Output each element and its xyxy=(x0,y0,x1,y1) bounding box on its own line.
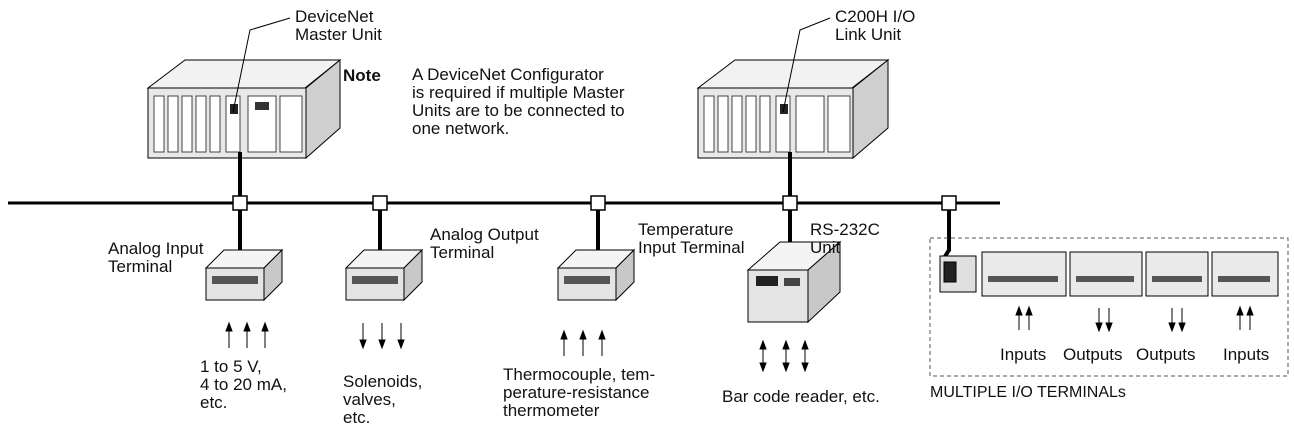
analog-input-terminal xyxy=(204,248,284,302)
analog-output-terminal xyxy=(344,248,424,302)
note-heading: Note xyxy=(343,66,381,85)
barcode-label: Bar code reader, etc. xyxy=(722,387,880,406)
note-text: A DeviceNet Configurator is required if … xyxy=(412,65,625,138)
multi-io-dashed-box xyxy=(929,237,1289,377)
arrows-barcode xyxy=(759,339,809,373)
multi-io-terminal xyxy=(939,251,1279,297)
tap-solenoid xyxy=(372,195,388,211)
thermocouple-label: Thermocouple, tem- perature-resistance t… xyxy=(503,365,656,420)
tap-multi xyxy=(941,195,957,211)
rs232c-label: RS-232C Unit xyxy=(810,220,880,257)
rs232c-unit xyxy=(746,240,842,324)
master-plc-rack xyxy=(146,58,342,160)
master-unit-label: DeviceNet Master Unit xyxy=(295,7,382,44)
tap-c200h xyxy=(782,195,798,211)
analog-output-label: Analog Output Terminal xyxy=(430,225,539,262)
inputs-label-2: Inputs xyxy=(1223,345,1270,364)
temperature-input-terminal xyxy=(556,248,636,302)
master-callout-line xyxy=(232,17,291,113)
c200h-unit-label: C200H I/O Link Unit xyxy=(835,7,916,44)
solenoids-label: Solenoids, valves, etc. xyxy=(343,372,423,427)
arrows-thermocouple xyxy=(560,329,606,356)
c200h-plc-rack xyxy=(696,58,890,160)
outputs-label-1: Outputs xyxy=(1063,345,1123,364)
temperature-input-label: Temperature Input Terminal xyxy=(638,220,745,257)
arrows-multi-io xyxy=(1015,305,1254,333)
analog-input-label: Analog Input Terminal xyxy=(108,239,204,276)
analog-input-signals: 1 to 5 V, 4 to 20 mA, etc. xyxy=(200,357,287,412)
multi-io-label: MULTIPLE I/O TERMINALs xyxy=(930,384,1126,401)
drop-multi xyxy=(942,210,951,260)
tap-thermo xyxy=(590,195,606,211)
c200h-callout-line xyxy=(782,17,831,113)
inputs-label-1: Inputs xyxy=(1000,345,1047,364)
arrows-analog-input xyxy=(225,321,269,348)
outputs-label-2: Outputs xyxy=(1136,345,1196,364)
arrows-solenoids xyxy=(359,323,405,350)
tap-master xyxy=(232,195,248,211)
